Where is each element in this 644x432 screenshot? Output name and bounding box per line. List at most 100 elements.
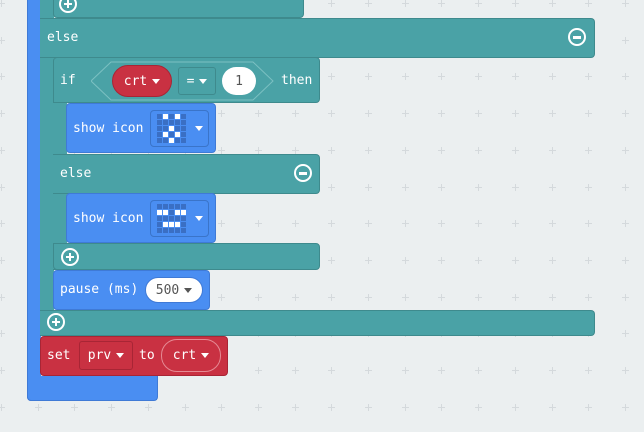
led <box>163 132 168 137</box>
grid-cross <box>475 183 483 191</box>
remove-else-minus-icon[interactable] <box>294 164 312 182</box>
add-branch-plus-icon[interactable] <box>47 313 65 331</box>
grid-cross <box>365 367 372 374</box>
grid-cross <box>621 256 629 264</box>
led <box>175 120 180 125</box>
outer-if-bottom[interactable] <box>40 310 595 336</box>
led <box>175 228 180 233</box>
grid-cross <box>475 110 483 118</box>
outer-if-top-branch[interactable] <box>53 0 304 18</box>
grid-cross <box>365 73 372 81</box>
grid-cross <box>585 403 593 411</box>
value-label: 1 <box>235 73 243 89</box>
grid-cross <box>548 146 556 154</box>
grid-cross <box>108 403 116 411</box>
grid-cross <box>511 220 519 228</box>
show-icon-label: show icon <box>73 121 144 136</box>
led <box>157 114 162 119</box>
led <box>175 222 180 227</box>
led <box>175 126 180 131</box>
grid-cross <box>585 293 593 301</box>
grid-cross <box>585 0 593 7</box>
grid-cross <box>438 403 446 411</box>
crt-variable-pill[interactable]: crt <box>161 339 221 372</box>
led <box>175 132 180 137</box>
led <box>163 228 168 233</box>
led-grid-icon <box>157 204 186 233</box>
grid-cross <box>621 183 629 191</box>
grid-cross <box>291 367 299 374</box>
dropdown-caret-icon <box>195 216 203 221</box>
remove-else-minus-icon[interactable] <box>568 28 586 46</box>
grid-cross <box>475 367 483 374</box>
value-input[interactable]: 1 <box>222 67 256 95</box>
grid-cross <box>621 293 629 301</box>
grid-cross <box>621 0 629 7</box>
grid-cross <box>328 183 336 191</box>
led <box>163 210 168 215</box>
grid-cross <box>365 293 372 301</box>
led <box>163 204 168 209</box>
set-label: set <box>47 348 71 363</box>
grid-cross <box>401 0 409 7</box>
variable-dropdown[interactable]: prv <box>79 341 133 370</box>
grid-cross <box>438 146 446 154</box>
led <box>175 216 180 221</box>
grid-cross <box>328 293 336 301</box>
grid-cross <box>401 256 409 264</box>
led <box>175 138 180 143</box>
icon-picker-else[interactable] <box>150 200 209 237</box>
outer-else-label: else <box>47 30 79 45</box>
led <box>157 228 162 233</box>
dropdown-caret-icon <box>184 287 193 293</box>
crt-variable-pill[interactable]: crt <box>112 65 172 97</box>
grid-cross <box>0 293 5 301</box>
led <box>169 216 174 221</box>
grid-cross <box>291 403 299 411</box>
pause-value-dropdown[interactable]: 500 <box>145 277 203 303</box>
grid-cross <box>438 220 446 228</box>
grid-cross <box>0 403 5 411</box>
pause-label: pause (ms) <box>60 282 139 297</box>
grid-cross <box>365 0 372 7</box>
grid-cross <box>511 73 519 81</box>
grid-cross <box>438 0 446 7</box>
dropdown-caret-icon <box>195 126 203 131</box>
grid-cross <box>0 146 5 154</box>
grid-cross <box>585 367 593 374</box>
grid-cross <box>585 256 593 264</box>
grid-cross <box>254 367 262 374</box>
variable-label: prv <box>87 348 112 363</box>
grid-cross <box>511 183 519 191</box>
grid-cross <box>71 403 79 411</box>
grid-cross <box>291 293 299 301</box>
operator-dropdown[interactable]: = <box>178 67 216 95</box>
led <box>157 210 162 215</box>
add-branch-plus-icon[interactable] <box>59 0 77 13</box>
grid-cross <box>621 110 629 118</box>
grid-cross <box>548 293 556 301</box>
grid-cross <box>585 183 593 191</box>
grid-cross <box>548 183 556 191</box>
dropdown-caret-icon <box>201 353 210 358</box>
grid-cross <box>218 220 226 228</box>
grid-cross <box>254 220 262 228</box>
add-branch-plus-icon[interactable] <box>61 248 79 266</box>
grid-cross <box>34 403 42 411</box>
grid-cross <box>218 146 226 154</box>
grid-cross <box>328 73 336 81</box>
inner-if-bottom[interactable] <box>53 243 320 270</box>
forever-block-bottom[interactable] <box>27 376 158 401</box>
icon-picker-then[interactable] <box>150 110 209 147</box>
outer-else-row[interactable] <box>40 18 595 58</box>
led <box>169 228 174 233</box>
inner-else-row[interactable] <box>53 154 320 194</box>
grid-cross <box>401 73 409 81</box>
grid-cross <box>291 220 299 228</box>
forever-block[interactable] <box>27 0 41 401</box>
grid-cross <box>548 0 556 7</box>
grid-cross <box>438 110 446 118</box>
grid-cross <box>585 73 593 81</box>
grid-cross <box>0 183 5 191</box>
led <box>175 114 180 119</box>
